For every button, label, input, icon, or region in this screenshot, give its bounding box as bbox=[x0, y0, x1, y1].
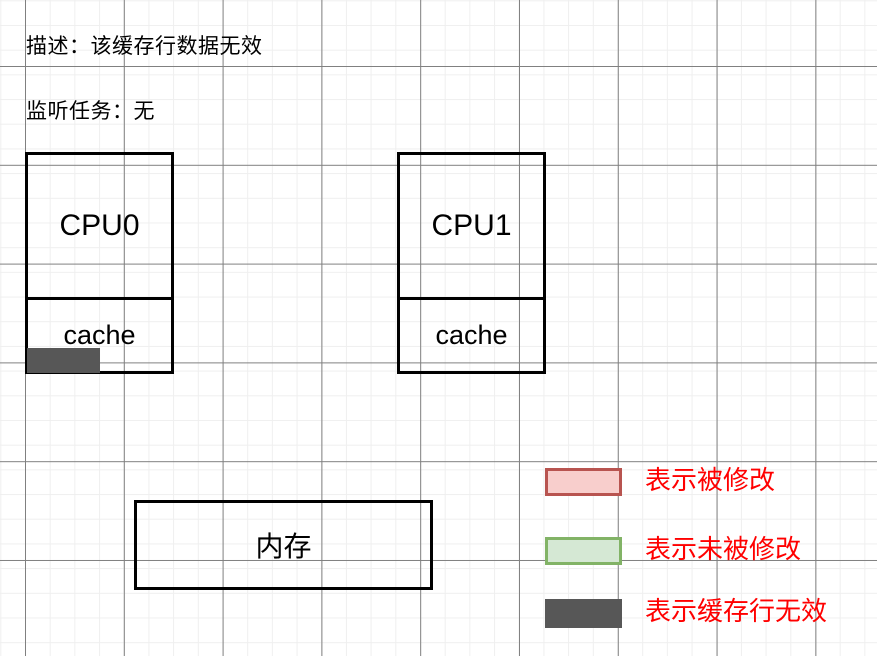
cpu1-core-label: CPU1 bbox=[400, 155, 543, 300]
legend-swatch-modified bbox=[545, 468, 622, 496]
cpu0-cache-label: cache bbox=[63, 320, 136, 350]
cpu1-cache-label: cache bbox=[435, 320, 508, 350]
legend-swatch-invalid bbox=[545, 599, 622, 628]
legend-swatch-unmodified bbox=[545, 537, 622, 565]
description-text: 描述：该缓存行数据无效 bbox=[26, 35, 263, 58]
cpu1-unit: CPU1 cache bbox=[397, 152, 546, 374]
legend-label-modified: 表示被修改 bbox=[645, 465, 776, 495]
legend-label-invalid: 表示缓存行无效 bbox=[645, 596, 828, 626]
cpu0-cache-invalid-marker bbox=[27, 348, 100, 373]
watch-task-text: 监听任务：无 bbox=[26, 100, 155, 123]
cpu0-unit: CPU0 cache bbox=[25, 152, 174, 374]
memory-box: 内存 bbox=[134, 500, 433, 590]
cpu0-core-label: CPU0 bbox=[28, 155, 171, 300]
legend-label-unmodified: 表示未被修改 bbox=[645, 534, 802, 564]
